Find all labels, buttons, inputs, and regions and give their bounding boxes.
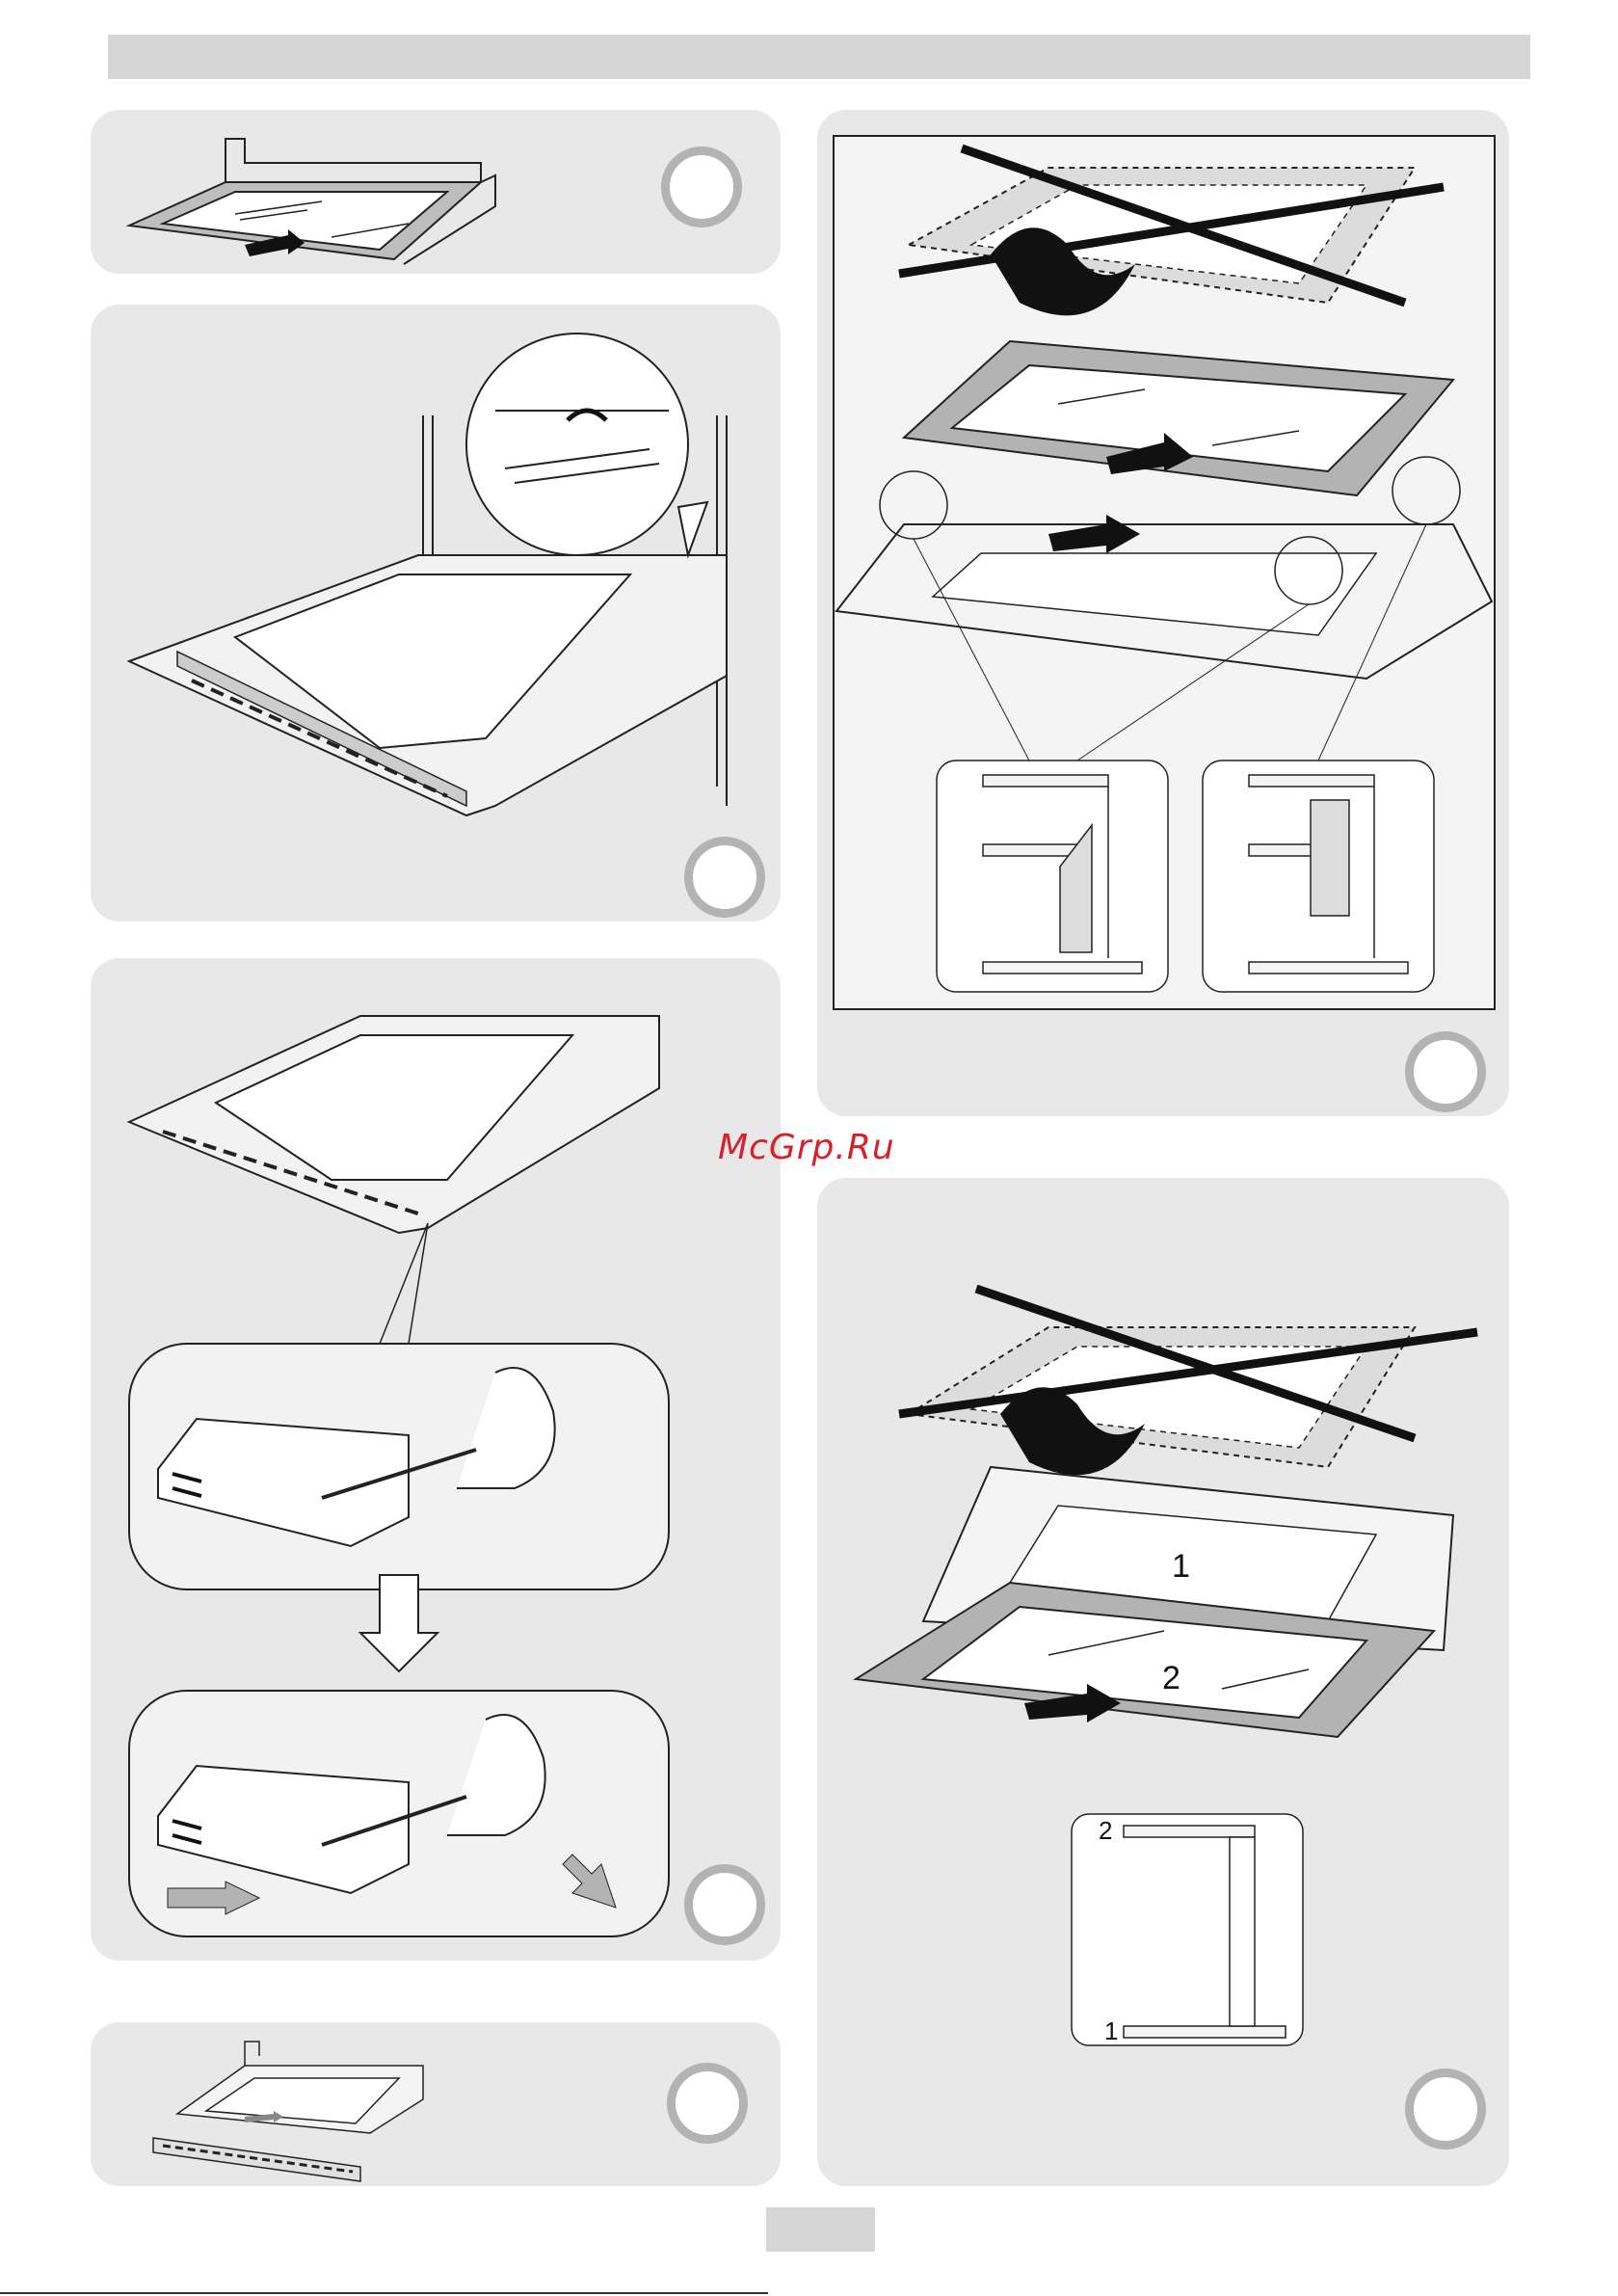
step-number-circle: [1405, 1031, 1486, 1112]
panel-step-trim-strip: [91, 2022, 781, 2186]
inset-label-1: 1: [1104, 2016, 1118, 2045]
step-number-circle: [1405, 2069, 1486, 2149]
illustration-open-door-hinge: [91, 305, 781, 921]
illustration-glass-layers: [817, 110, 1509, 1116]
step-number-circle: [661, 147, 742, 227]
layer-2-label: 2: [1162, 1660, 1180, 1696]
step-number-circle: [684, 837, 765, 918]
watermark: McGrp.Ru: [718, 1128, 895, 1167]
inset-label-2: 2: [1099, 1816, 1112, 1845]
illustration-glass-order: 1 2 2 1: [817, 1178, 1509, 2186]
footer-line: [0, 2292, 768, 2294]
layer-1-label: 1: [1172, 1548, 1190, 1585]
header-bar: [108, 35, 1530, 79]
panel-step-remove-glass: [91, 110, 781, 274]
step-number-circle: [667, 2063, 748, 2144]
panel-step-glass-layers: [817, 110, 1509, 1116]
illustration-screwdriver-trim: [91, 958, 781, 1961]
panel-step-open-door: [91, 305, 781, 921]
page-number-box: [766, 2207, 875, 2252]
panel-step-glass-order: 1 2 2 1: [817, 1178, 1509, 2186]
step-number-circle: [684, 1864, 765, 1945]
panel-step-remove-trim: [91, 958, 781, 1961]
